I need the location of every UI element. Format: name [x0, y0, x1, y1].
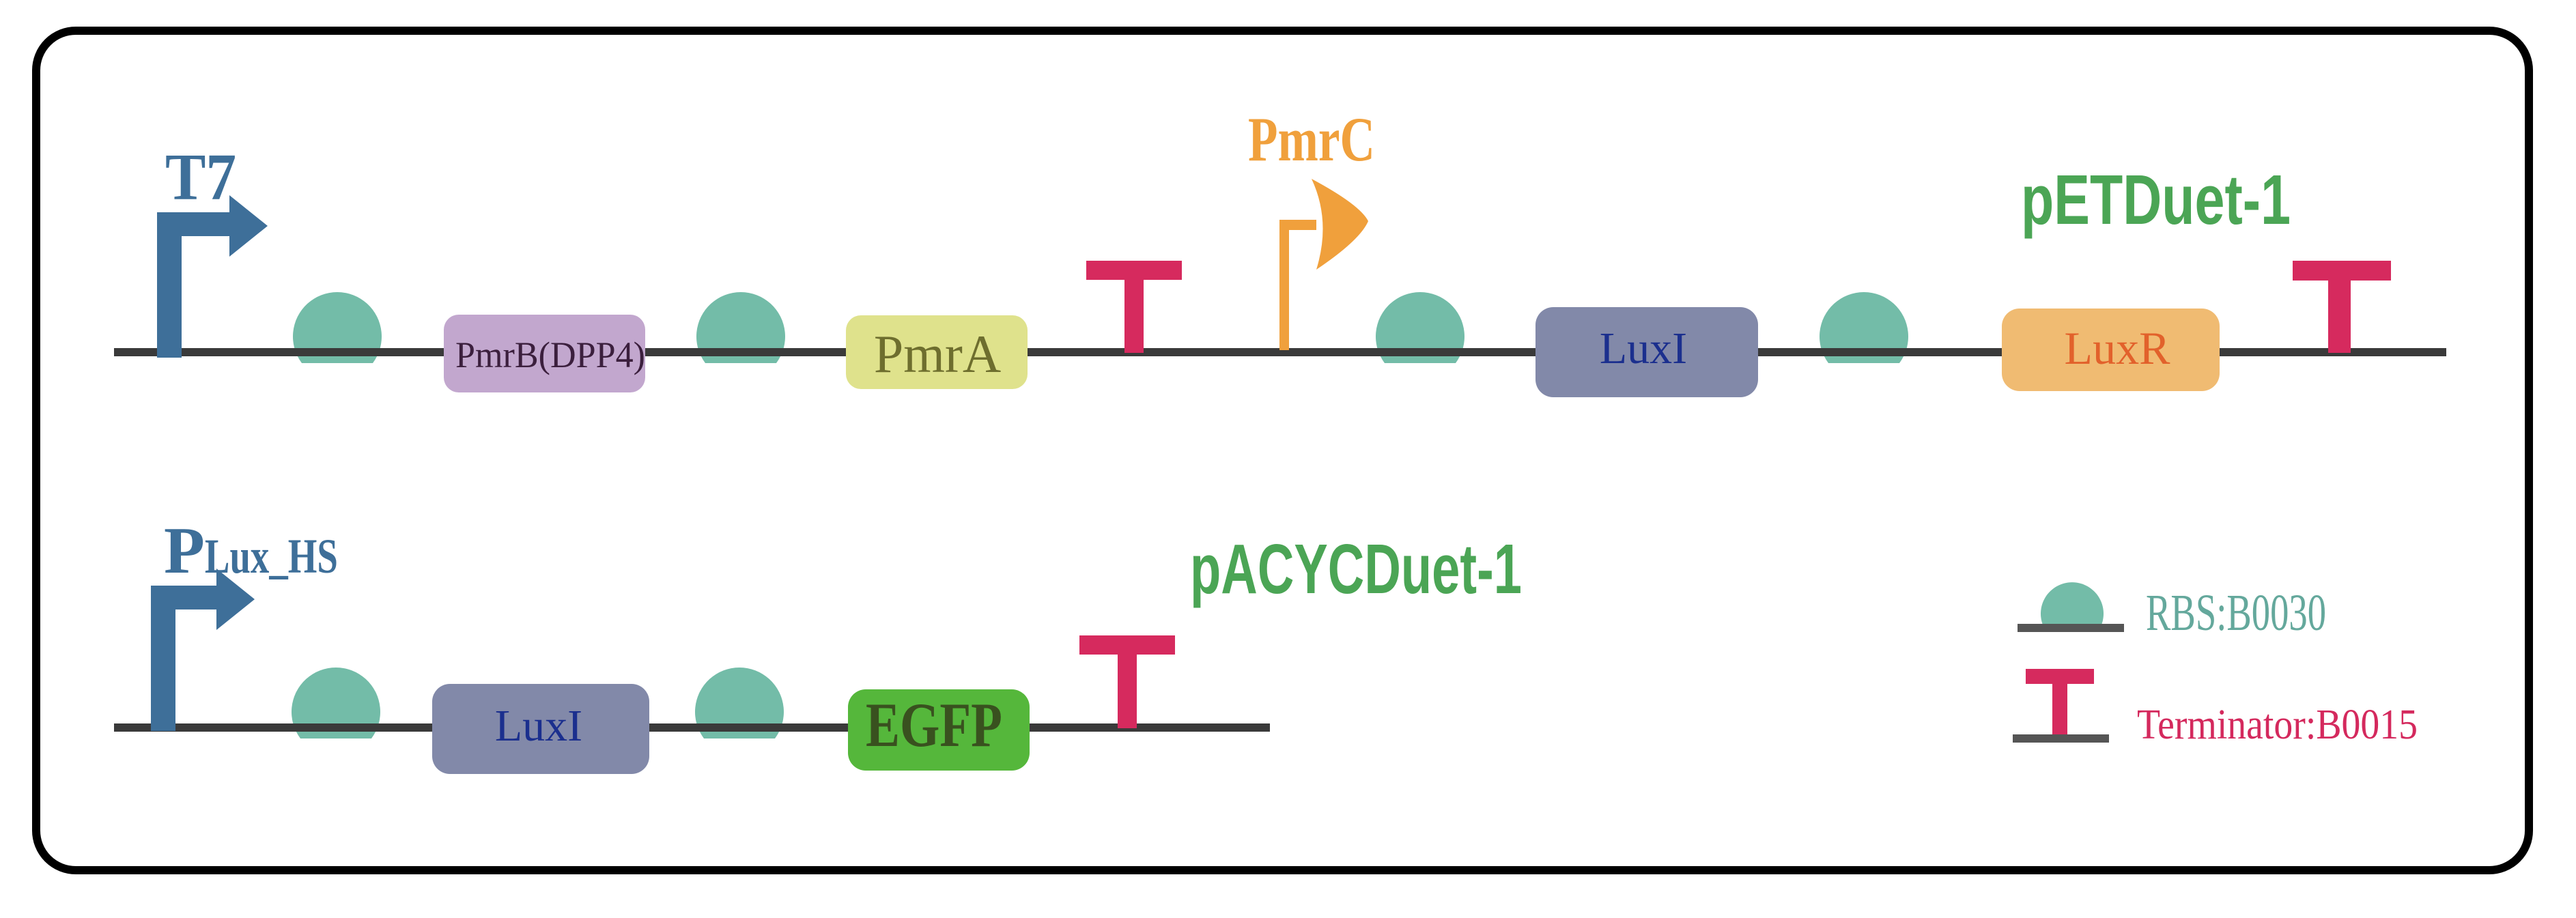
svg-text:LuxI: LuxI — [1600, 324, 1687, 373]
svg-text:Terminator:B0015: Terminator:B0015 — [2137, 702, 2418, 748]
svg-text:RBS:B0030: RBS:B0030 — [2146, 584, 2326, 642]
svg-text:pETDuet-1: pETDuet-1 — [2021, 160, 2291, 239]
svg-text:EGFP: EGFP — [866, 690, 1002, 760]
svg-text:PmrA: PmrA — [874, 324, 1001, 384]
svg-text:PmrC: PmrC — [1248, 104, 1375, 174]
svg-text:PmrB(DPP4): PmrB(DPP4) — [455, 334, 645, 375]
svg-text:LuxR: LuxR — [2065, 322, 2171, 374]
svg-text:pACYCDuet-1: pACYCDuet-1 — [1190, 530, 1522, 608]
svg-text:LuxI: LuxI — [495, 701, 582, 751]
svg-text:T7: T7 — [165, 141, 236, 214]
